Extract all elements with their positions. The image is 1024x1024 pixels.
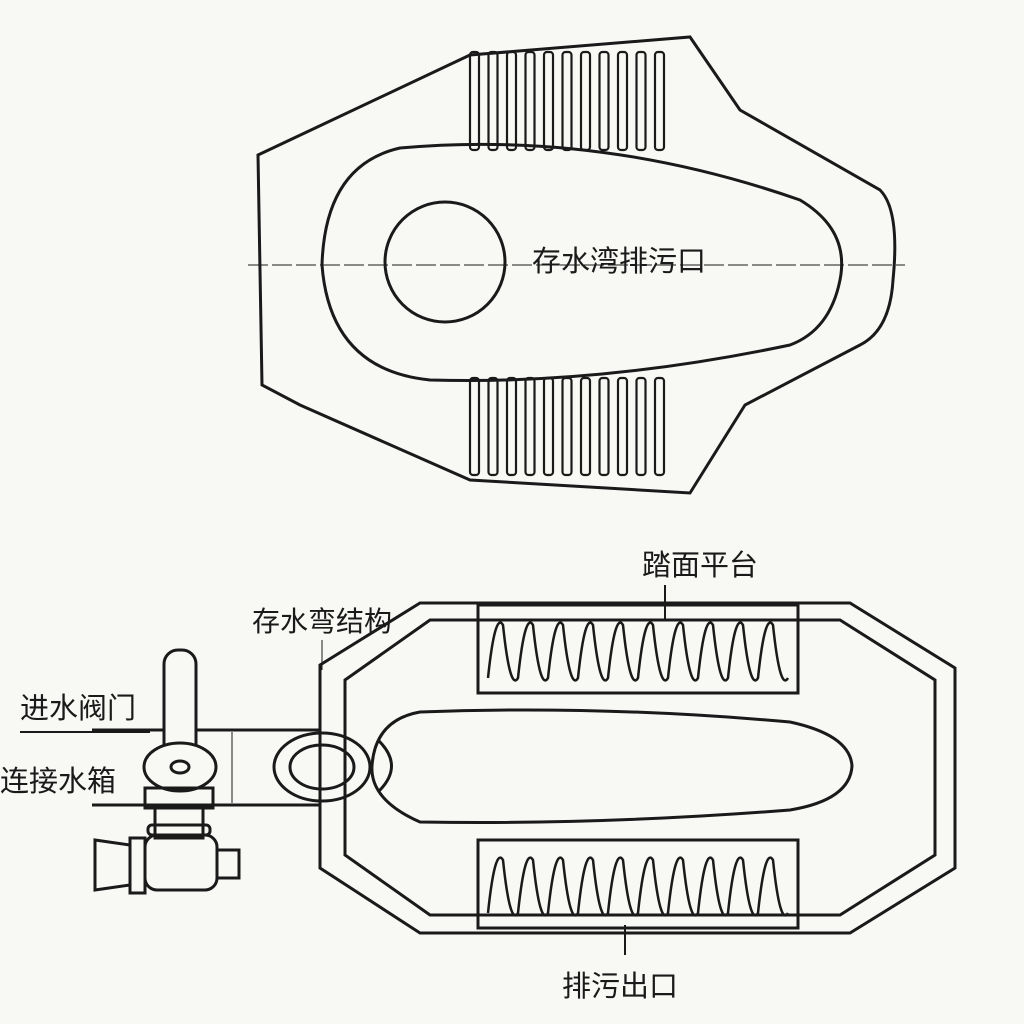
valve-inlet bbox=[93, 838, 131, 892]
tread-platform-bottom bbox=[476, 838, 800, 930]
valve-body bbox=[143, 833, 219, 892]
rib bbox=[505, 50, 518, 152]
label-inlet-valve: 进水阀门 bbox=[20, 691, 137, 725]
valve-neck bbox=[153, 806, 205, 840]
rib bbox=[468, 50, 481, 152]
top-view bbox=[248, 35, 905, 495]
rib bbox=[542, 376, 555, 477]
rib bbox=[616, 50, 629, 152]
valve-cap bbox=[169, 759, 191, 775]
spring-bottom bbox=[486, 856, 790, 917]
rib bbox=[635, 376, 647, 477]
bottom-view bbox=[20, 585, 957, 955]
rib bbox=[598, 50, 610, 152]
rib bbox=[487, 50, 499, 152]
bowl-slot bbox=[370, 708, 854, 824]
rib bbox=[635, 50, 647, 152]
top-ribs bbox=[468, 50, 666, 152]
trap-pipe bbox=[288, 743, 356, 791]
label-tread-platform: 踏面平台 bbox=[642, 548, 759, 582]
rib bbox=[524, 376, 536, 477]
inner-frame bbox=[343, 618, 937, 917]
rib bbox=[561, 376, 573, 477]
label-connect-tank: 连接水箱 bbox=[0, 764, 117, 798]
rib bbox=[579, 50, 592, 152]
top-outer-body bbox=[256, 35, 897, 495]
rib bbox=[468, 376, 481, 477]
bowl-front-arc bbox=[376, 738, 393, 794]
rib bbox=[598, 376, 610, 477]
valve-handle bbox=[142, 741, 218, 793]
rib bbox=[616, 376, 629, 477]
tread-platform-top bbox=[476, 603, 800, 695]
rib bbox=[542, 50, 555, 152]
trap-ring bbox=[272, 731, 372, 803]
drain-hole bbox=[383, 200, 507, 324]
label-drain-outlet: 排污出口 bbox=[562, 969, 679, 1003]
top-bowl bbox=[320, 142, 844, 383]
rib bbox=[487, 376, 499, 477]
valve-outlet bbox=[215, 848, 241, 880]
rib bbox=[579, 376, 592, 477]
spring-top bbox=[486, 621, 790, 682]
rib bbox=[653, 376, 666, 477]
label-trap-structure: 存水弯结构 bbox=[252, 605, 393, 638]
rib bbox=[505, 376, 518, 477]
rib bbox=[653, 50, 666, 152]
bottom-ribs bbox=[468, 376, 666, 477]
valve-flange bbox=[128, 836, 147, 895]
rib bbox=[524, 50, 536, 152]
label-trap-outlet: 存水湾排污口 bbox=[532, 244, 707, 278]
rib bbox=[561, 50, 573, 152]
outer-frame bbox=[318, 601, 957, 935]
